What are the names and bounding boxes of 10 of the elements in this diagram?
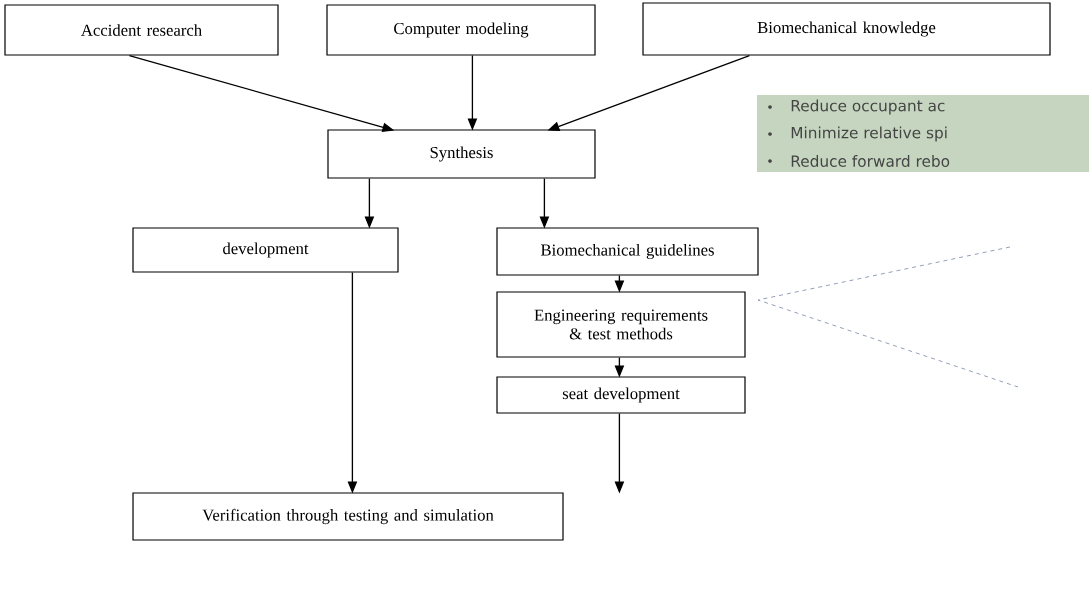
process-box: Biomechanical knowledge	[642, 2, 1051, 56]
goals-panel: Reduce occupant ac Minimize relative spi Reduce forward rebo	[757, 95, 1089, 172]
process-box: Biomechanical guidelines	[496, 227, 759, 276]
process-box: development	[132, 227, 399, 273]
process-box: Computer modeling	[326, 4, 596, 56]
process-box: Synthesis	[327, 129, 596, 179]
process-box: Accident research	[4, 4, 279, 56]
process-box: Engineering requirements & test methods	[496, 291, 746, 358]
process-box: seat development	[496, 376, 746, 414]
process-box: Verification through testing and simulation	[132, 492, 564, 541]
